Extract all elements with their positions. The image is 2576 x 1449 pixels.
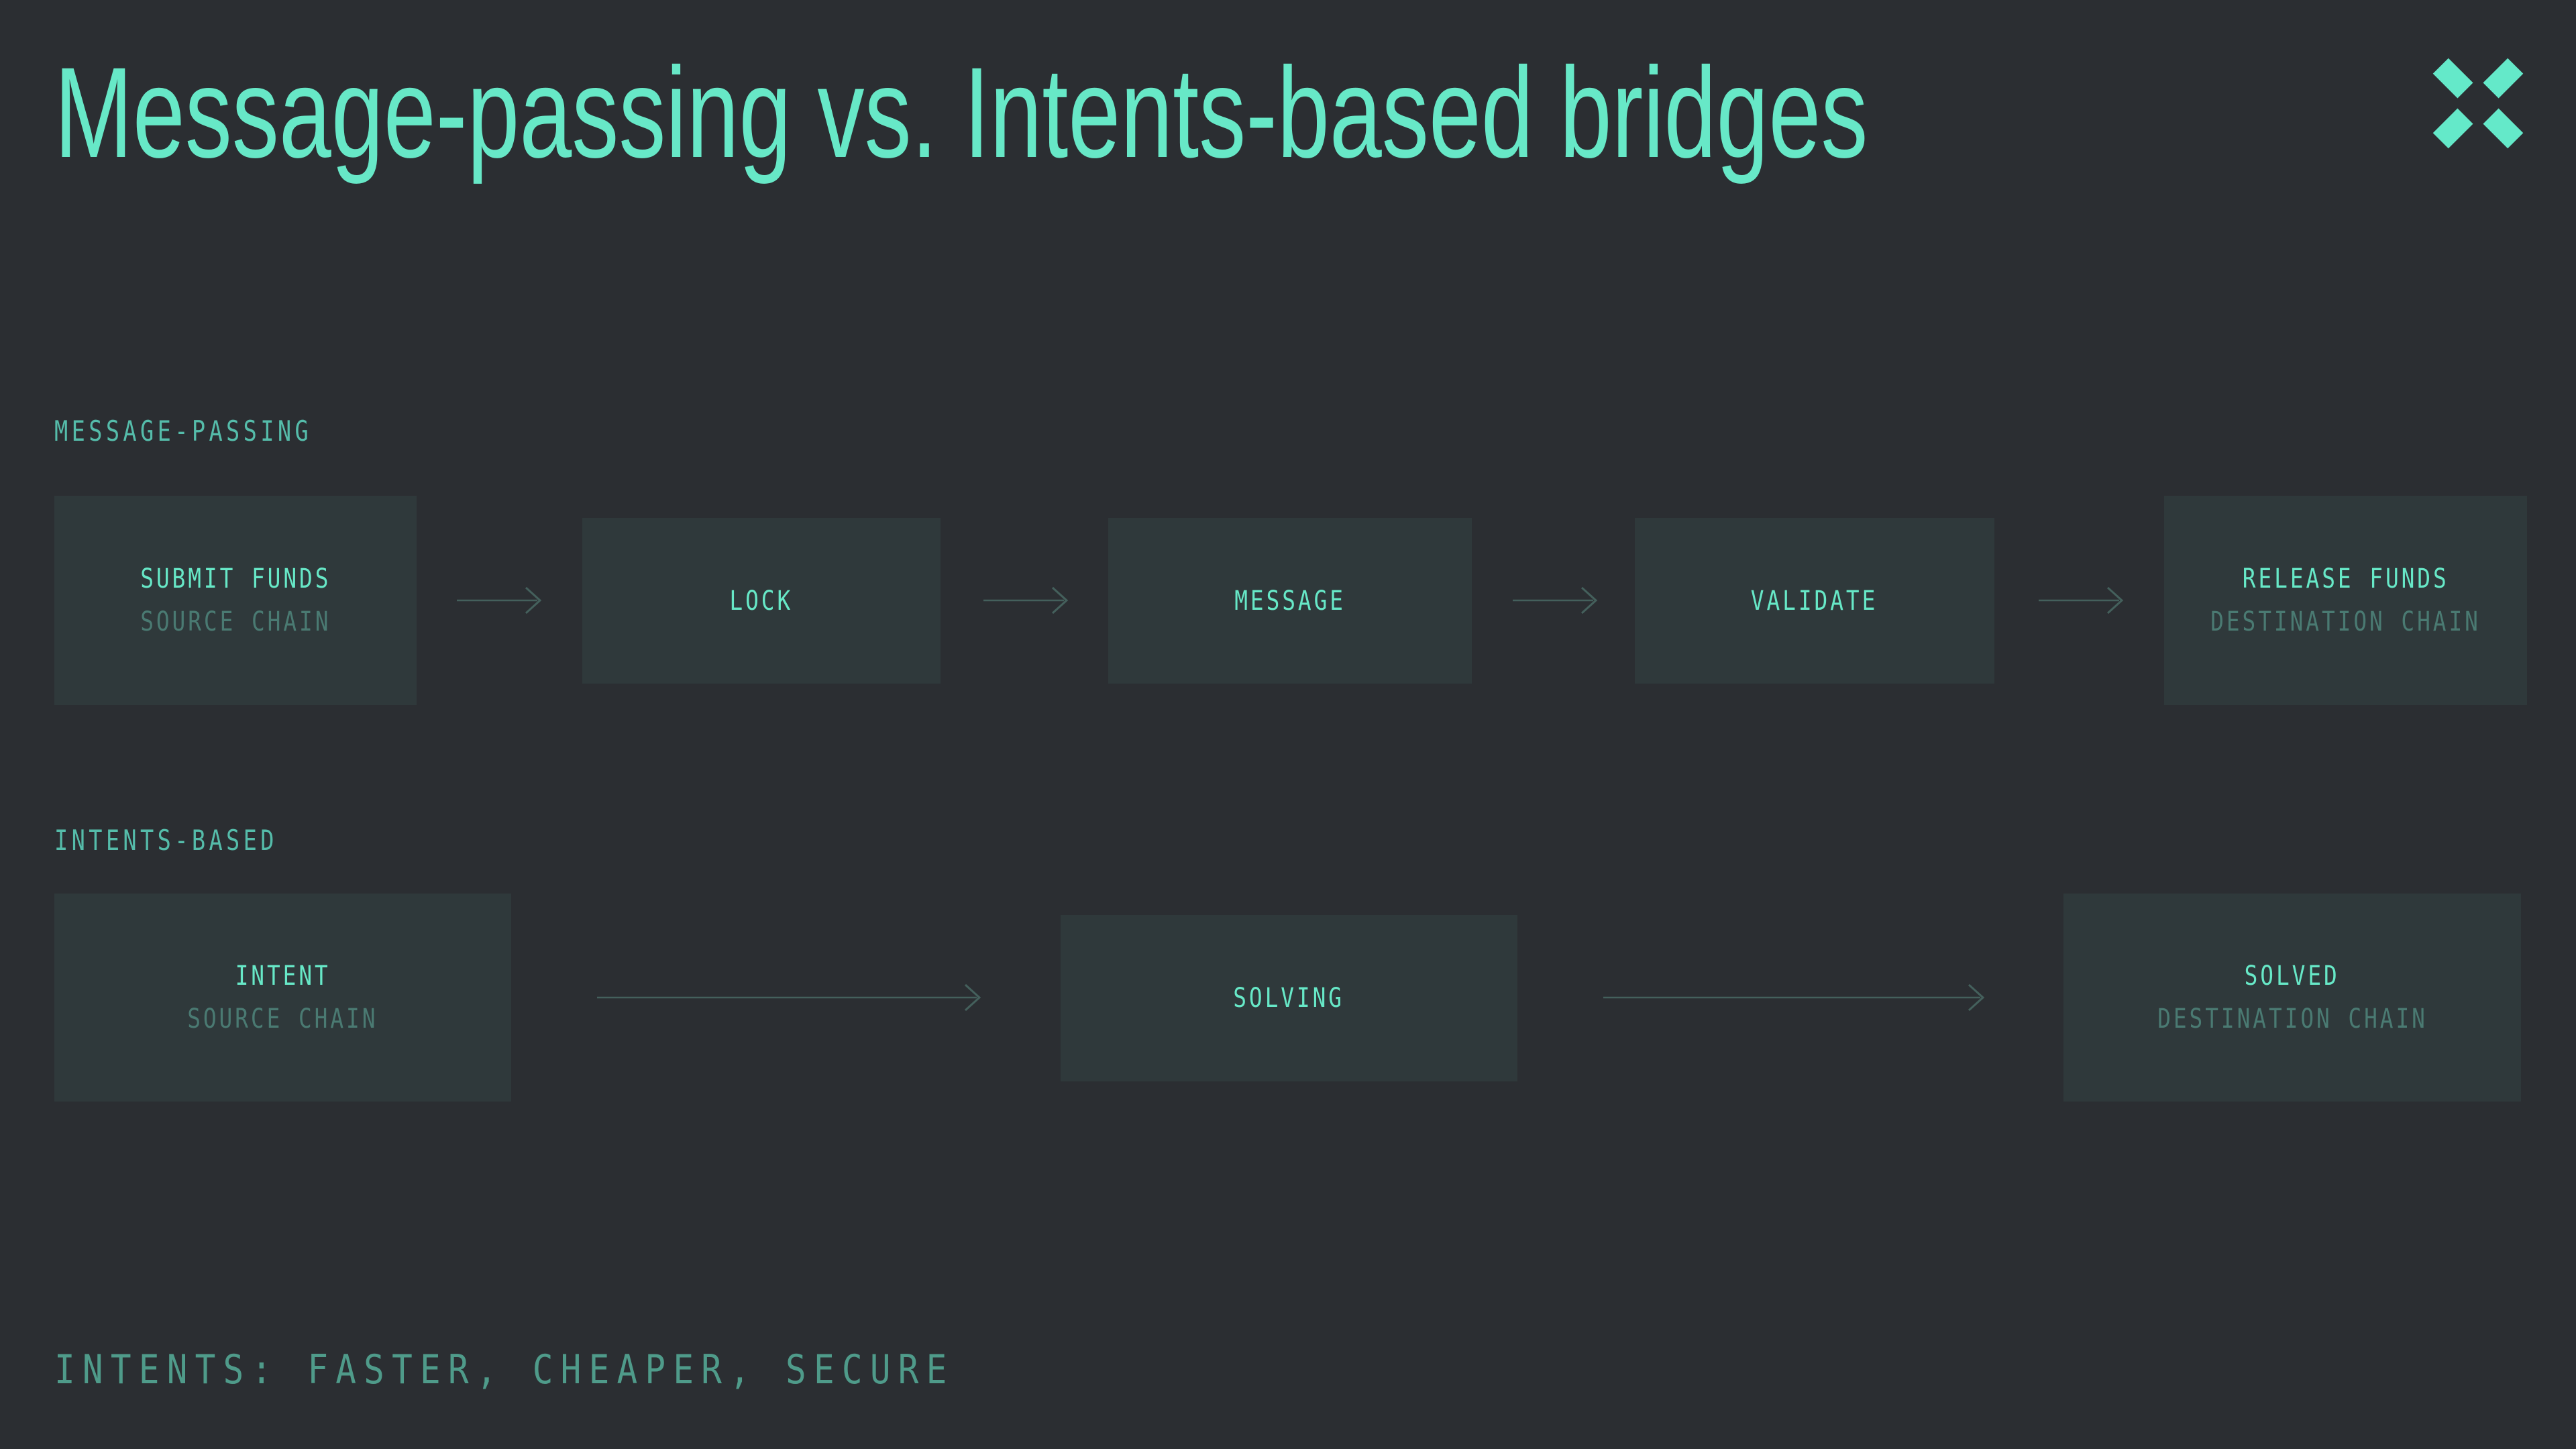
flow-box-lock: LOCK — [582, 518, 941, 684]
box-title: VALIDATE — [1751, 585, 1878, 616]
x-mark-logo-icon — [2432, 58, 2524, 149]
arrow-right-icon — [1603, 983, 1985, 1012]
flow-box-validate: VALIDATE — [1635, 518, 1994, 684]
flow-box-intent: INTENT SOURCE CHAIN — [54, 894, 511, 1102]
box-title: INTENT — [235, 961, 331, 991]
arrow-right-icon — [2039, 586, 2124, 614]
section-label-intents-based: INTENTS-BASED — [54, 824, 278, 857]
box-title: SOLVING — [1233, 983, 1345, 1014]
flow-box-solving: SOLVING — [1061, 915, 1517, 1081]
arrow-right-icon — [983, 586, 1069, 614]
box-title: SUBMIT FUNDS — [140, 564, 331, 594]
section-label-message-passing: MESSAGE-PASSING — [54, 415, 313, 447]
box-title: LOCK — [729, 585, 794, 616]
box-subtitle: DESTINATION CHAIN — [2157, 1004, 2428, 1034]
box-subtitle: SOURCE CHAIN — [187, 1004, 378, 1034]
flow-box-submit-funds: SUBMIT FUNDS SOURCE CHAIN — [54, 496, 417, 705]
arrow-right-icon — [597, 983, 981, 1012]
flow-box-solved: SOLVED DESTINATION CHAIN — [2063, 894, 2521, 1102]
box-subtitle: SOURCE CHAIN — [140, 606, 331, 637]
arrow-right-icon — [1513, 586, 1598, 614]
box-title: RELEASE FUNDS — [2242, 564, 2449, 594]
box-title: SOLVED — [2244, 961, 2341, 991]
page-title-text: Message-passing vs. Intents-based bridge… — [54, 40, 1868, 184]
footer-caption: INTENTS: FASTER, CHEAPER, SECURE — [54, 1346, 955, 1393]
box-title: MESSAGE — [1234, 585, 1346, 616]
flow-box-release-funds: RELEASE FUNDS DESTINATION CHAIN — [2164, 496, 2527, 705]
flow-box-message: MESSAGE — [1108, 518, 1472, 684]
page-title: Message-passing vs. Intents-based bridge… — [54, 39, 2538, 187]
arrow-right-icon — [457, 586, 542, 614]
box-subtitle: DESTINATION CHAIN — [2210, 606, 2481, 637]
